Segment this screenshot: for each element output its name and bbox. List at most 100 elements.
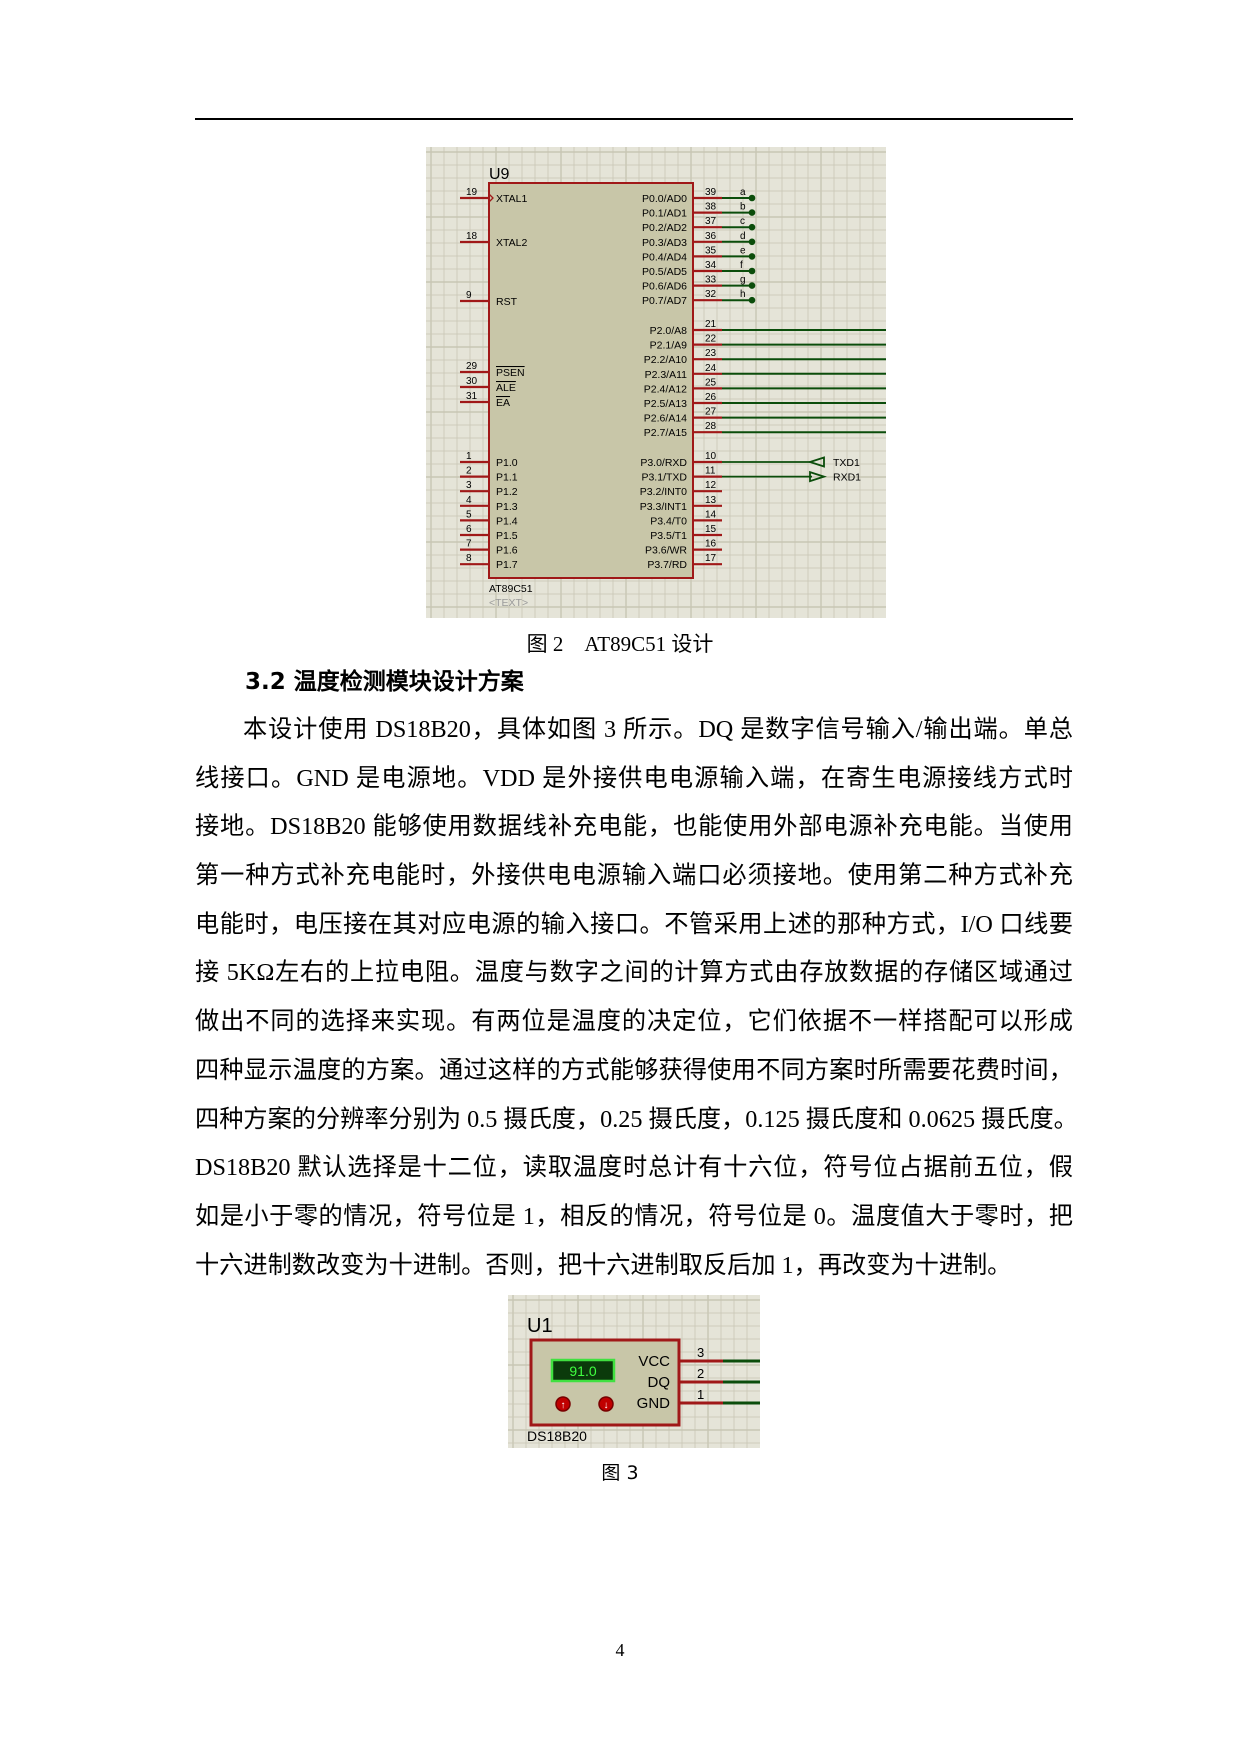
chip-body: [488, 182, 694, 579]
net-label: c: [740, 216, 745, 227]
paragraph-line: 四种方案的分辨率分别为 0.5 摄氏度，0.25 摄氏度，0.125 摄氏度和 …: [195, 1105, 1078, 1133]
pin-number: 39: [705, 187, 717, 198]
pin-number: 24: [705, 363, 717, 374]
pin-label: P3.6/WR: [645, 545, 687, 557]
pin-label: DQ: [648, 1374, 671, 1391]
terminal-label: TXD1: [833, 457, 860, 469]
pin-number: 8: [466, 553, 472, 564]
pin-label: P2.5/A13: [644, 398, 687, 410]
junction-dot: [748, 209, 756, 216]
pin-number: 4: [466, 495, 472, 506]
net-label: h: [740, 289, 746, 300]
up-arrow-icon: ↑: [561, 1400, 566, 1411]
junction-dot: [748, 194, 756, 202]
pin-label: P1.0: [496, 457, 518, 469]
pin-number: 26: [705, 392, 717, 403]
pin-number: 1: [697, 1387, 704, 1402]
pin-label: P1.1: [496, 472, 518, 484]
down-arrow-icon: ↓: [604, 1400, 609, 1411]
pin-number: 37: [705, 216, 717, 227]
net-label: g: [740, 275, 746, 286]
pin-number: 12: [705, 480, 717, 491]
pin-number: 15: [705, 524, 717, 535]
junction-dot: [748, 253, 756, 260]
pin-label: RST: [496, 296, 518, 308]
pin-number: 5: [466, 509, 472, 520]
pin-label: P1.3: [496, 501, 518, 513]
sensor-part-name: DS18B20: [527, 1428, 587, 1444]
pin-number: 31: [466, 391, 478, 402]
pin-number: 11: [705, 466, 716, 477]
pin-label: P1.6: [496, 545, 518, 557]
terminal-label: RXD1: [833, 472, 861, 484]
pin-number: 14: [705, 509, 717, 520]
net-label: a: [740, 187, 746, 198]
pin-number: 36: [705, 231, 717, 242]
paragraph-line: 本设计使用 DS18B20，具体如图 3 所示。DQ 是数字信号输入/输出端。单…: [243, 716, 1073, 743]
junction-dot: [748, 296, 756, 304]
pin-number: 10: [705, 451, 717, 462]
paragraph-line: 做出不同的选择来实现。有两位是温度的决定位，它们依据不一样搭配可以形成: [195, 1008, 1073, 1036]
pin-number: 2: [697, 1366, 704, 1381]
pin-label: GND: [637, 1395, 671, 1412]
temperature-display: [550, 1358, 616, 1383]
net-label: d: [740, 231, 746, 242]
net-label: f: [740, 260, 743, 271]
pin-number: 22: [705, 334, 717, 345]
pin-label: P2.3/A11: [645, 369, 688, 381]
paragraph-line: 四种显示温度的方案。通过这样的方式能够获得使用不同方案时所需要花费时间，: [195, 1056, 1073, 1084]
pin-number: 23: [705, 348, 717, 359]
pin-number: 6: [466, 524, 472, 535]
pin-number: 25: [705, 377, 717, 388]
pin-number: 18: [466, 231, 478, 242]
pin-number: 3: [697, 1345, 704, 1360]
terminal-arrow-icon: [809, 470, 827, 483]
pin-number: 21: [705, 319, 717, 330]
body-paragraph: 本设计使用 DS18B20，具体如图 3 所示。DQ 是数字信号输入/输出端。单…: [195, 710, 1078, 1294]
pin-number: 17: [705, 553, 717, 564]
pin-label: P3.0/RXD: [640, 457, 687, 469]
pin-label: P3.1/TXD: [641, 472, 687, 484]
junction-dot: [748, 223, 756, 231]
pin-label: P0.3/AD3: [642, 237, 687, 249]
pin-label: ALE: [496, 382, 516, 394]
paragraph-line: 线接口。GND 是电源地。VDD 是外接供电电源输入端，在寄生电源接线方式时: [195, 764, 1073, 792]
pin-label: P3.3/INT1: [640, 501, 687, 513]
pin-label: P0.1/AD1: [642, 208, 687, 220]
paragraph-line: DS18B20 默认选择是十二位，读取温度时总计有十六位，符号位占据前五位，假: [195, 1154, 1073, 1182]
pin-label: P1.7: [496, 559, 518, 571]
increase-button-icon: [555, 1396, 571, 1412]
pin-label: P1.5: [496, 530, 518, 542]
pin-label: P3.2/INT0: [640, 486, 687, 498]
pin-label: P0.7/AD7: [642, 295, 687, 307]
chip-text-placeholder: <TEXT>: [489, 597, 528, 609]
pin-label: XTAL1: [496, 193, 527, 205]
pin-number: 13: [705, 495, 717, 506]
pin-label: P1.4: [496, 515, 518, 527]
pin-number: 19: [466, 187, 478, 198]
pin-label: P2.7/A15: [644, 427, 687, 439]
pin-number: 9: [466, 290, 472, 301]
header-rule: [195, 118, 1073, 120]
pin-number: 32: [705, 289, 717, 300]
junction-dot: [748, 238, 756, 246]
pin-number: 28: [705, 421, 717, 432]
pin-label: P3.4/T0: [650, 515, 687, 527]
pin-label: P2.0/A8: [650, 325, 688, 337]
pin-number: 16: [705, 539, 717, 550]
paragraph-line: 如是小于零的情况，符号位是 1，相反的情况，符号位是 0。温度值大于零时，把: [195, 1202, 1073, 1230]
pin-label: P0.5/AD5: [642, 266, 687, 278]
decrease-button-icon: [598, 1396, 614, 1412]
pin-number: 1: [466, 451, 472, 462]
paragraph-line: 接 5KΩ左右的上拉电阻。温度与数字之间的计算方式由存放数据的存储区域通过: [195, 959, 1073, 987]
pin-label: P2.1/A9: [650, 340, 688, 352]
junction-dot: [748, 282, 756, 289]
pin-number: 27: [705, 407, 717, 418]
pin-number: 38: [705, 202, 717, 213]
pin-label: P0.0/AD0: [642, 193, 687, 205]
net-label: e: [740, 245, 746, 256]
figure-2-caption: 图 2 AT89C51 设计: [526, 632, 714, 656]
pin-label: P2.2/A10: [644, 354, 687, 366]
paragraph-line: 十六进制数改变为十进制。否则，把十六进制取反后加 1，再改变为十进制。: [195, 1251, 1012, 1279]
pin-label: VCC: [638, 1353, 670, 1370]
